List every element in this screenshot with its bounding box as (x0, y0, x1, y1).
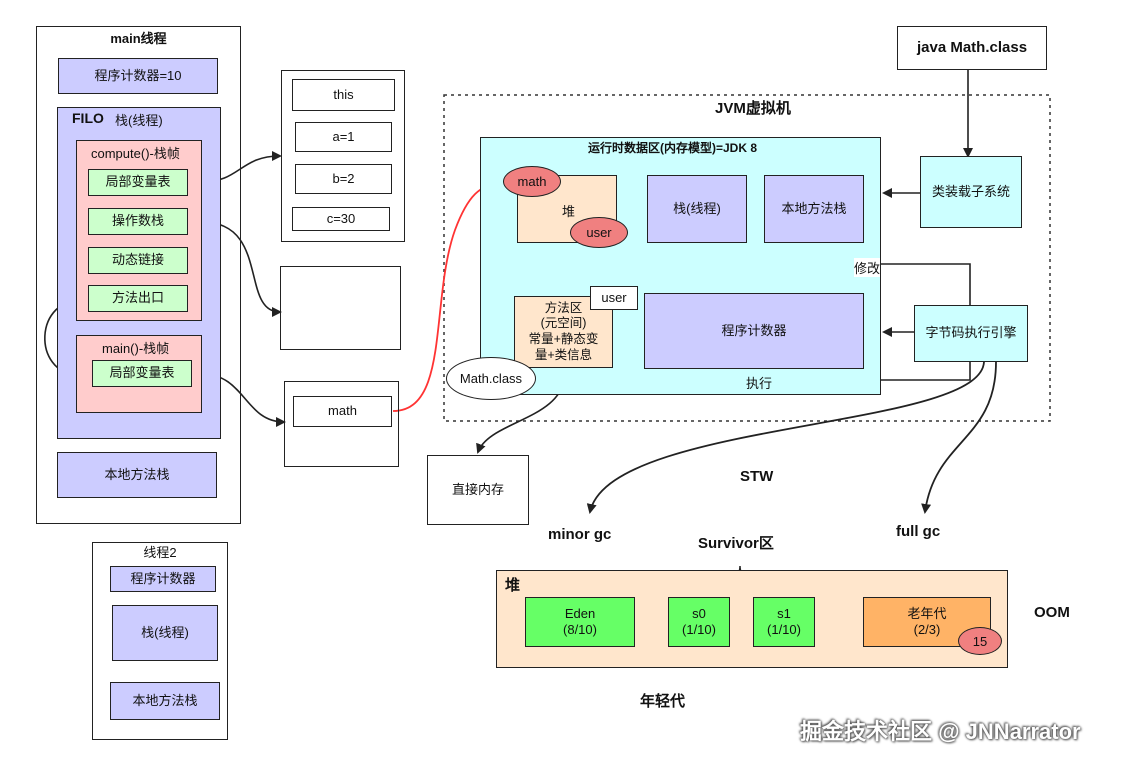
direct-memory: 直接内存 (427, 455, 529, 525)
old-gen-label: 老年代 (2/3) (907, 605, 947, 637)
operand-box (280, 266, 401, 350)
execute-label: 执行 (746, 373, 773, 392)
user-tag: user (590, 286, 638, 310)
dynamic-link: 动态链接 (88, 247, 188, 274)
var-c: c=30 (292, 207, 390, 231)
var-b: b=2 (295, 164, 392, 194)
jvm-program-counter: 程序计数器 (644, 293, 864, 369)
eden-box: Eden (8/10) (525, 597, 635, 647)
main-thread-panel: main线程 (36, 26, 241, 524)
main-native-stack: 本地方法栈 (57, 452, 217, 498)
main-thread-title: main线程 (110, 31, 167, 46)
s1-label: s1 (1/10) (767, 605, 801, 637)
thread2-title: 线程2 (143, 545, 177, 560)
s1-box: s1 (1/10) (753, 597, 815, 647)
java-command: java Math.class (897, 26, 1047, 70)
stw-label: STW (740, 468, 774, 485)
var-a: a=1 (295, 122, 392, 152)
exec-engine: 字节码执行引擎 (914, 305, 1028, 362)
var-this: this (292, 79, 395, 111)
gc-heap-label: 堆 (505, 577, 521, 594)
young-gen-label: 年轻代 (640, 693, 686, 710)
jvm-native-stack: 本地方法栈 (764, 175, 864, 243)
s0-box: s0 (1/10) (668, 597, 730, 647)
main-frame-label: main()-栈帧 (102, 341, 170, 356)
heap-user-object: user (570, 217, 628, 248)
main-local-vars: 局部变量表 (92, 360, 192, 387)
watermark: 掘金技术社区 @ JNNarrator (800, 719, 1081, 744)
method-area: 方法区 (元空间) 常量+静态变 量+类信息 (514, 296, 613, 368)
class-loader: 类装载子系统 (920, 156, 1022, 228)
compute-frame-label: compute()-栈帧 (91, 146, 180, 161)
compute-local-vars: 局部变量表 (88, 169, 188, 196)
jvm-title: JVM虚拟机 (715, 100, 791, 117)
thread2-stack: 栈(线程) (112, 605, 218, 661)
filo-label: FILO (72, 110, 104, 126)
vars-panel (281, 70, 405, 242)
operand-stack: 操作数栈 (88, 208, 188, 235)
full-gc-label: full gc (896, 523, 941, 540)
age-badge: 15 (958, 627, 1002, 655)
minor-gc-label: minor gc (548, 526, 612, 543)
oom-label: OOM (1034, 604, 1070, 621)
math-class: Math.class (446, 357, 536, 400)
eden-label: Eden (8/10) (563, 605, 597, 637)
jvm-stack: 栈(线程) (647, 175, 747, 243)
old-gen-box: 老年代 (2/3) (863, 597, 991, 647)
method-exit: 方法出口 (88, 285, 188, 312)
thread2-panel: 线程2 (92, 542, 228, 740)
var-math: math (293, 396, 392, 427)
thread2-native: 本地方法栈 (110, 682, 220, 720)
thread2-pc: 程序计数器 (110, 566, 216, 592)
modify-label: 修改 (854, 258, 881, 277)
s0-label: s0 (1/10) (682, 605, 716, 637)
math-ref-panel (284, 381, 399, 467)
runtime-data-area-title: 运行时数据区(内存模型)=JDK 8 (588, 141, 758, 155)
heap-label: 堆 (562, 204, 576, 219)
main-stack-label: 栈(线程) (115, 113, 163, 128)
survivor-label: Survivor区 (698, 535, 774, 552)
main-program-counter: 程序计数器=10 (58, 58, 218, 94)
method-area-label: 方法区 (元空间) 常量+静态变 量+类信息 (528, 300, 599, 362)
heap-math-object: math (503, 166, 561, 197)
